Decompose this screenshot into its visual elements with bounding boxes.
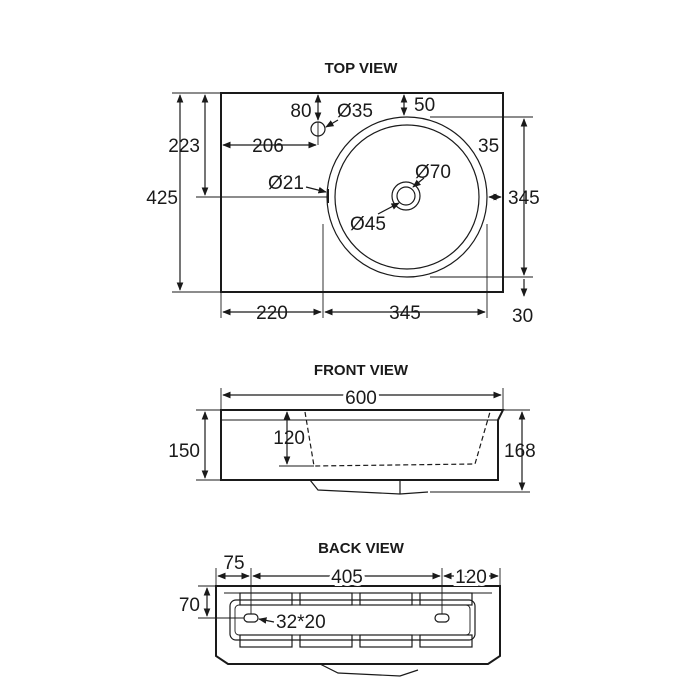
dim-223: 223 bbox=[168, 136, 200, 157]
dim-150: 150 bbox=[168, 441, 200, 462]
dim-35: 35 bbox=[478, 136, 499, 157]
front-view-body bbox=[220, 409, 505, 481]
dim-168: 168 bbox=[504, 441, 536, 462]
dim-waste-outer-diameter: Ø70 bbox=[415, 162, 451, 183]
waste-outer-circle bbox=[391, 181, 421, 211]
front-view-title: FRONT VIEW bbox=[314, 362, 409, 379]
dim-overflow-diameter: Ø21 bbox=[268, 173, 304, 194]
dim-waste-inner-diameter: Ø45 bbox=[350, 214, 386, 235]
dim-70: 70 bbox=[179, 595, 200, 616]
front-view-hidden-bowl bbox=[304, 411, 491, 467]
dim-600: 600 bbox=[345, 388, 377, 409]
front-view-waste-pipe bbox=[309, 479, 429, 495]
dim-back-120: 120 bbox=[455, 567, 487, 588]
dim-206: 206 bbox=[252, 136, 284, 157]
dim-75: 75 bbox=[223, 553, 244, 574]
back-view-slot-left bbox=[243, 613, 259, 623]
dim-80: 80 bbox=[290, 101, 311, 122]
back-view-slot-right bbox=[434, 613, 450, 623]
dim-slot-size: 32*20 bbox=[276, 612, 326, 633]
dim-405: 405 bbox=[331, 567, 363, 588]
top-view-title: TOP VIEW bbox=[325, 60, 399, 77]
dim-tap-hole-diameter: Ø35 bbox=[337, 101, 373, 122]
bowl-outer-rim bbox=[326, 116, 488, 278]
dim-345-vertical: 345 bbox=[508, 188, 540, 209]
back-view-body bbox=[215, 585, 501, 665]
dim-425: 425 bbox=[146, 188, 178, 209]
front-view: FRONT VIEW 600 150 120 168 bbox=[168, 362, 536, 495]
dim-120: 120 bbox=[273, 428, 305, 449]
dim-220: 220 bbox=[256, 303, 288, 324]
dim-30: 30 bbox=[512, 306, 533, 327]
back-view-title: BACK VIEW bbox=[318, 540, 405, 557]
back-view-waste-pipe bbox=[319, 663, 419, 677]
back-view: BACK VIEW 75 405 120 bbox=[179, 540, 501, 677]
bowl-inner-rim bbox=[334, 124, 480, 270]
dim-345-horizontal: 345 bbox=[389, 303, 421, 324]
top-view-basin-outline bbox=[220, 92, 504, 293]
top-view: TOP VIEW 425 223 206 80 Ø35 5 bbox=[146, 60, 539, 327]
waste-inner-circle bbox=[396, 186, 416, 206]
dim-50: 50 bbox=[414, 95, 435, 116]
